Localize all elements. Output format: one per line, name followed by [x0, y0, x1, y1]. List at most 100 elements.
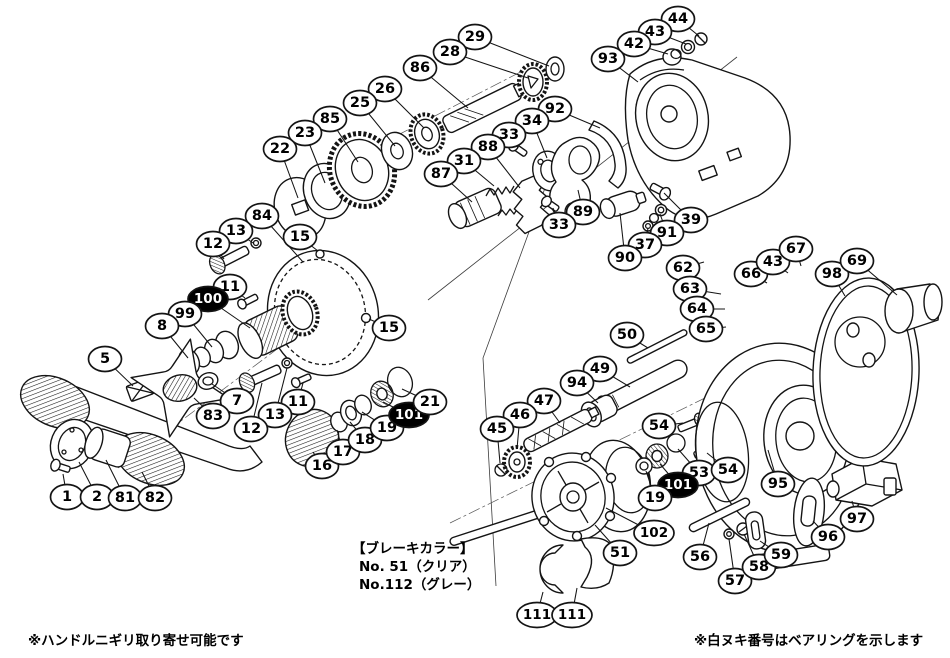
callout-62: 62 — [665, 254, 705, 282]
callout-84: 84 — [244, 202, 304, 263]
callout-number: 43 — [763, 254, 783, 270]
callout-oval — [457, 23, 493, 51]
callout-number: 23 — [295, 125, 315, 141]
callout-oval — [514, 107, 550, 135]
callout-number: 13 — [226, 223, 246, 239]
callout-number: 16 — [312, 458, 332, 474]
callout-oval — [551, 601, 593, 629]
callout-98: 98 — [814, 260, 850, 297]
rod-clamp-shapes — [688, 497, 767, 550]
callout-number: 46 — [510, 407, 530, 423]
callout-oval — [541, 211, 577, 239]
callout-number: 49 — [590, 361, 610, 377]
callout-7: 7 — [211, 383, 255, 415]
handle-assembly-shapes — [19, 338, 263, 487]
callout-number: 58 — [749, 559, 769, 575]
callout-number: 54 — [718, 462, 738, 478]
callout-2: 2 — [78, 461, 115, 511]
callout-number: 34 — [522, 113, 542, 129]
callout-number: 101 — [395, 407, 423, 423]
callout-88: 88 — [470, 133, 521, 189]
brake-housing-shapes — [624, 32, 791, 220]
callout-67: 67 — [778, 235, 814, 267]
callout-85: 85 — [312, 105, 359, 163]
callout-number: 57 — [725, 573, 745, 589]
callout-number: 83 — [203, 408, 223, 424]
callout-number: 86 — [410, 60, 430, 76]
callout-82: 82 — [137, 471, 173, 512]
callout-number: 50 — [617, 327, 637, 343]
callout-oval — [710, 456, 746, 484]
callout-number: 25 — [350, 95, 370, 111]
callout-number: 101 — [664, 477, 692, 493]
callout-54: 54 — [706, 452, 746, 484]
callout-oval — [602, 539, 638, 567]
callout-number: 21 — [420, 394, 440, 410]
callout-number: 94 — [567, 375, 587, 391]
callout-95: 95 — [760, 449, 796, 498]
callout-number: 39 — [681, 212, 701, 228]
callout-number: 89 — [573, 204, 593, 220]
callout-oval — [423, 160, 459, 188]
callout-oval — [144, 312, 180, 340]
callout-number: 69 — [847, 253, 867, 269]
callout-number: 12 — [241, 421, 261, 437]
note-bearing-legend: ※白ヌキ番号はベアリングを示します — [694, 633, 924, 649]
callout-oval — [195, 230, 231, 258]
callout-oval — [688, 315, 724, 343]
callout-oval — [432, 38, 468, 66]
callout-number: 28 — [440, 44, 460, 60]
callout-number: 65 — [696, 321, 716, 337]
callout-28: 28 — [432, 38, 529, 79]
note-handle-grip: ※ハンドルニギリ取り寄せ可能です — [28, 633, 244, 649]
callout-number: 31 — [454, 153, 474, 169]
callout-number: 33 — [549, 217, 569, 233]
callout-oval — [219, 387, 255, 415]
callout-25: 25 — [342, 89, 396, 147]
callout-oval — [717, 567, 753, 595]
callout-number: 93 — [598, 51, 618, 67]
callout-59: 59 — [759, 540, 799, 569]
callout-oval — [262, 135, 298, 163]
callout-oval — [244, 202, 280, 230]
callout-54: 54 — [641, 412, 684, 440]
callout-1: 1 — [49, 473, 85, 511]
callout-26: 26 — [367, 75, 425, 129]
callout-oval — [287, 119, 323, 147]
callout-oval — [582, 355, 618, 383]
callout-number: 92 — [545, 101, 565, 117]
callout-number: 33 — [499, 127, 519, 143]
callout-5: 5 — [87, 345, 134, 387]
callout-57: 57 — [717, 538, 753, 595]
callout-69: 69 — [839, 247, 898, 296]
callout-15: 15 — [282, 223, 319, 252]
callout-oval — [778, 235, 814, 263]
callout-oval — [479, 415, 515, 443]
callout-oval — [526, 387, 562, 415]
drive-gear-train-shapes — [273, 56, 565, 240]
callout-42: 42 — [616, 30, 669, 58]
callout-102: 102 — [605, 507, 675, 547]
callout-number: 99 — [175, 306, 195, 322]
callout-oval — [195, 402, 231, 430]
callout-oval — [233, 415, 269, 443]
callout-65: 65 — [688, 315, 727, 343]
callout-15: 15 — [368, 314, 407, 342]
callout-number: 26 — [375, 81, 395, 97]
brake-note-line1: No. 51（クリア） — [359, 559, 476, 575]
callout-number: 82 — [145, 490, 165, 506]
callout-number: 96 — [818, 529, 838, 545]
callout-oval — [470, 133, 506, 161]
callout-oval — [682, 543, 718, 571]
callout-number: 111 — [558, 607, 586, 623]
callout-99: 99 — [167, 300, 213, 348]
callout-96: 96 — [810, 520, 846, 551]
callout-90: 90 — [607, 212, 643, 272]
brake-note-line2: No.112（グレー） — [359, 577, 481, 593]
callout-number: 63 — [680, 281, 700, 297]
callout-number: 85 — [320, 111, 340, 127]
callout-number: 45 — [487, 421, 507, 437]
callout-number: 100 — [194, 291, 222, 307]
callout-oval — [590, 45, 626, 73]
callout-number: 5 — [100, 351, 110, 367]
